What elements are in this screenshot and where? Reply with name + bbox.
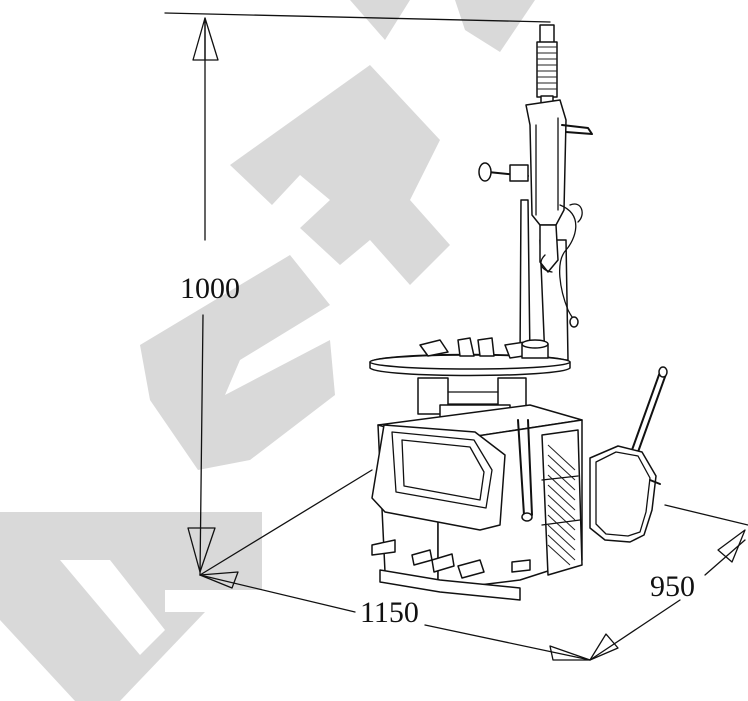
floor-line-back	[199, 469, 373, 576]
foot-pedals	[371, 539, 531, 579]
spring-head	[536, 24, 558, 107]
dimension-lines	[164, 12, 748, 661]
mount-head	[539, 224, 559, 273]
watermark-bar	[350, 0, 410, 40]
turntable	[369, 337, 571, 377]
width-dimension-label: 950	[650, 570, 695, 603]
height-arrow-bottom	[187, 527, 216, 573]
lock-knob	[478, 162, 529, 182]
height-arrow-top	[192, 17, 219, 61]
depth-dimension-label: 1150	[360, 596, 419, 629]
watermark-chevron	[0, 512, 262, 701]
bead-breaker-arm	[589, 366, 668, 543]
column-post	[519, 199, 531, 361]
depth-line-b	[424, 624, 591, 661]
watermark-letter-a	[140, 255, 335, 470]
watermark-bar-2	[455, 0, 535, 52]
watermark-letter-r	[230, 65, 450, 285]
top-reference-line	[164, 12, 551, 23]
width-reference-line	[664, 504, 748, 526]
base-plate	[379, 569, 521, 601]
width-line-a	[589, 599, 681, 661]
depth-arrow-left	[199, 571, 239, 589]
bead-breaker-shovel	[589, 445, 657, 543]
side-grille	[541, 429, 583, 576]
height-dimension-label: 1000	[180, 272, 240, 305]
depth-line-a	[199, 574, 356, 613]
depth-arrow-right	[549, 645, 591, 661]
machine	[369, 24, 668, 601]
bead-breaker-rod	[517, 419, 525, 516]
height-line-lower	[199, 314, 204, 576]
width-arrow-left	[589, 633, 619, 661]
width-arrow-right	[717, 529, 746, 563]
arm-handle	[561, 124, 593, 135]
upper-arm-housing	[525, 99, 567, 226]
watermark	[0, 0, 535, 701]
